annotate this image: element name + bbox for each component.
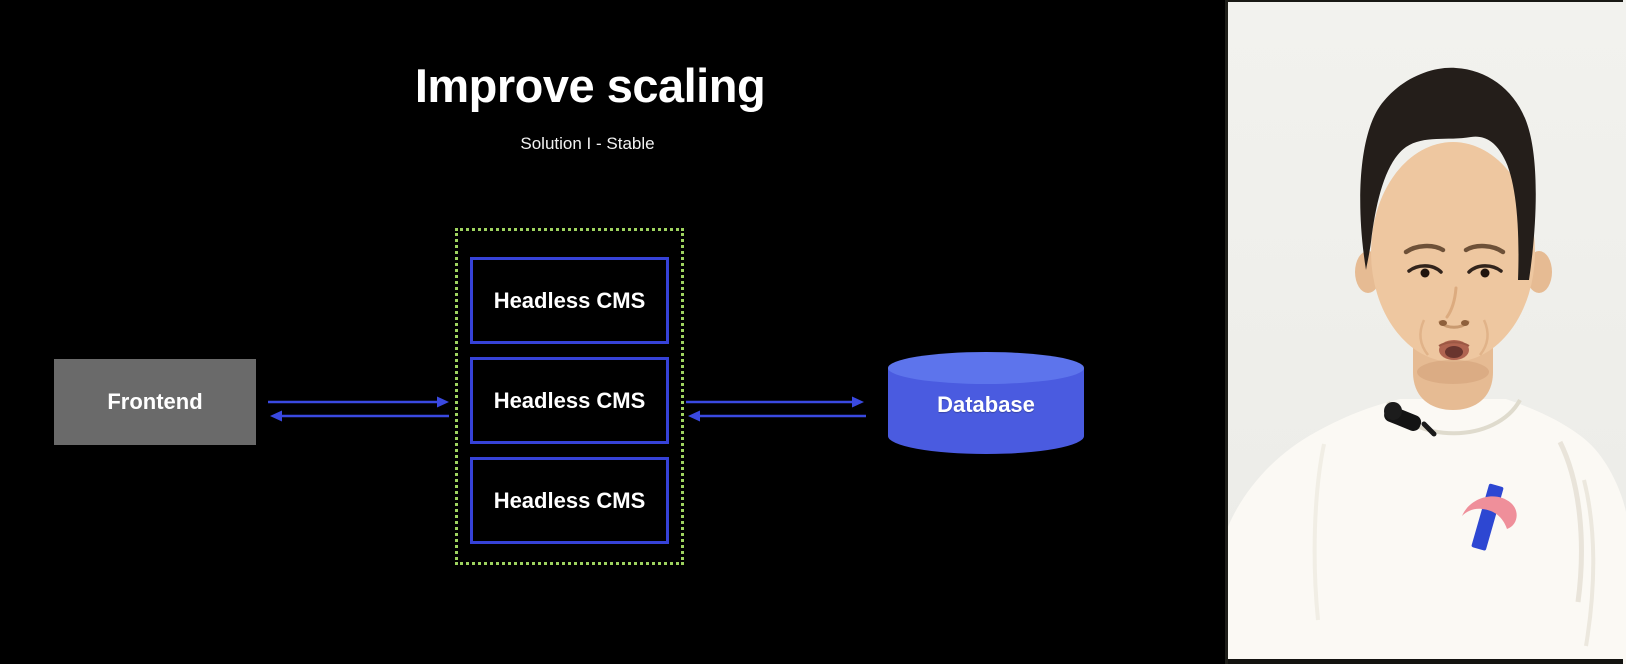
cheek-line — [1479, 319, 1489, 356]
cms-cluster: Headless CMS Headless CMS Headless CMS — [455, 228, 684, 565]
database-node: Database — [888, 352, 1084, 466]
webcam-bottom-edge — [1228, 659, 1623, 664]
cms-node: Headless CMS — [470, 457, 669, 544]
chin-shadow — [1417, 360, 1489, 384]
nostril — [1439, 320, 1447, 326]
eye-pupil — [1420, 268, 1430, 278]
eyebrow — [1403, 243, 1446, 255]
database-label: Database — [937, 392, 1035, 417]
eyebrow — [1463, 243, 1506, 255]
shirt — [1228, 399, 1626, 664]
eye-pupil — [1480, 268, 1490, 278]
hair — [1360, 67, 1536, 280]
eye — [1467, 264, 1503, 274]
shirt-logo-icon — [1462, 483, 1517, 551]
webcam-top-edge — [1228, 0, 1623, 2]
nostril — [1461, 320, 1469, 326]
cms-node: Headless CMS — [470, 357, 669, 444]
lavalier-mic-icon — [1384, 402, 1437, 437]
connection-arrows — [268, 396, 866, 422]
slide-subtitle: Solution I - Stable — [520, 134, 655, 153]
presenter-illustration — [1228, 0, 1626, 664]
shirt-fold — [1557, 440, 1584, 603]
cms-label: Headless CMS — [493, 487, 646, 513]
face — [1371, 142, 1535, 362]
presenter-person — [1228, 67, 1626, 664]
eye — [1407, 264, 1443, 274]
cheek-line — [1419, 319, 1429, 356]
shirt-fold — [1582, 479, 1596, 647]
cms-node: Headless CMS — [470, 257, 669, 344]
cms-label: Headless CMS — [493, 287, 646, 313]
nose — [1445, 286, 1458, 319]
mouth-inner — [1445, 346, 1463, 358]
cms-label: Headless CMS — [493, 387, 646, 413]
presenter-webcam — [1225, 0, 1626, 664]
slide-title: Improve scaling — [414, 59, 766, 112]
slide: Improve scaling Solution I - Stable Fron… — [54, 59, 1084, 565]
shirt-fold — [1312, 443, 1326, 621]
upper-lip — [1438, 341, 1470, 347]
frontend-label: Frontend — [107, 389, 203, 414]
database-cylinder-icon — [888, 352, 1084, 454]
frontend-node: Frontend — [54, 359, 256, 445]
